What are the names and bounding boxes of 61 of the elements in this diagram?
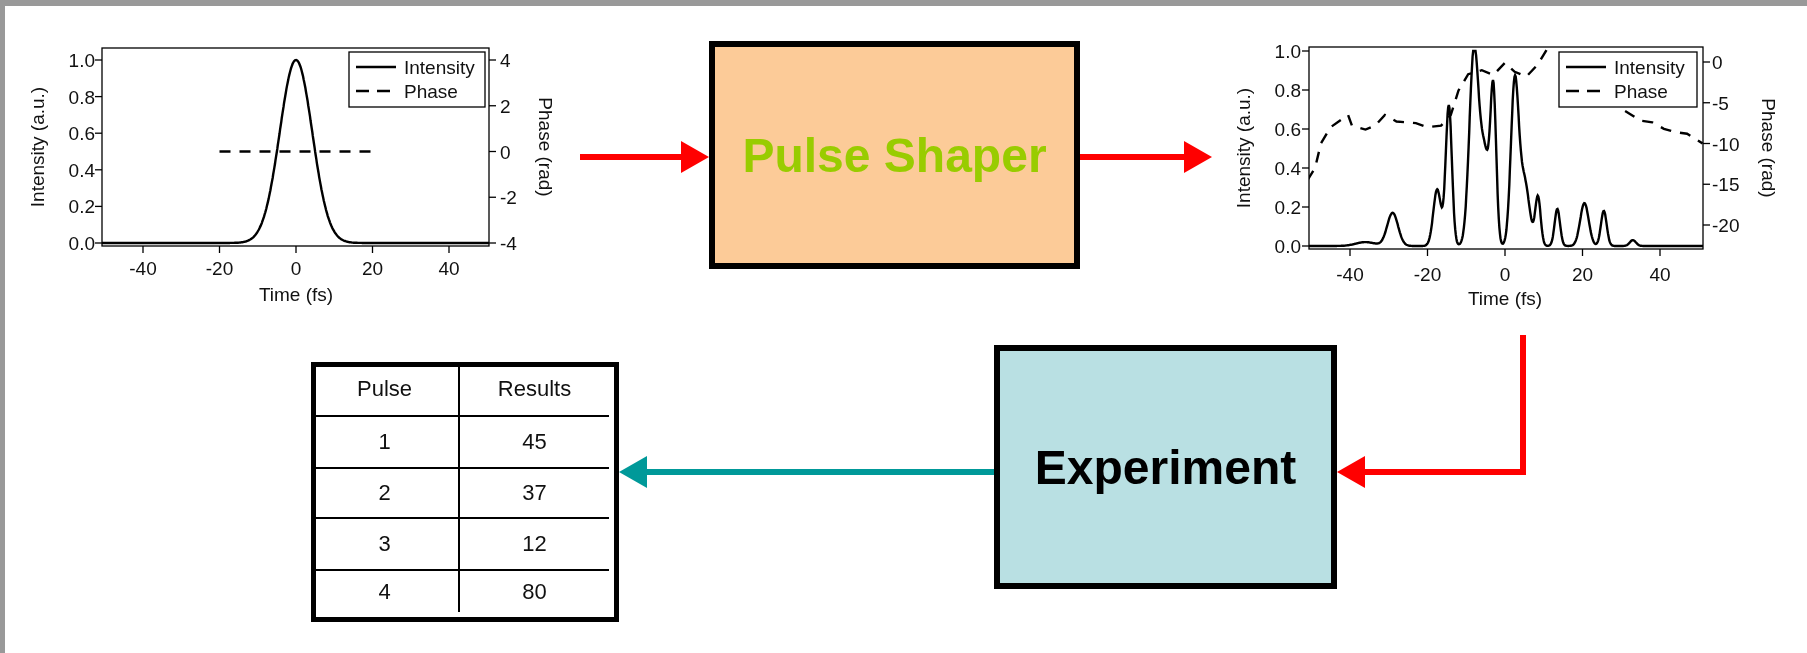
- table-cell: 45: [460, 415, 609, 467]
- table-header-cell: Pulse: [311, 362, 460, 415]
- legend-label: Intensity: [1614, 57, 1685, 77]
- table-cell: 4: [311, 569, 460, 612]
- arrow: [1080, 141, 1212, 173]
- axis-tick-label: -2: [500, 187, 517, 207]
- axis-tick-label: 40: [1649, 264, 1671, 284]
- axis-tick-label: 0: [1499, 264, 1511, 284]
- axis-title: Time (fs): [1467, 288, 1543, 308]
- arrow: [1337, 335, 1526, 488]
- table-cell: 37: [460, 467, 609, 517]
- table-cell: 3: [311, 517, 460, 569]
- process-box: [709, 41, 1080, 269]
- axis-tick-label: 0.2: [68, 196, 95, 216]
- axis-title: Intensity (a.u.): [1233, 87, 1253, 209]
- axis-tick-label: 0.0: [1274, 236, 1301, 256]
- axis-tick-label: -20: [1413, 264, 1442, 284]
- axis-tick-label: 0.2: [1274, 197, 1301, 217]
- axis-tick-label: -10: [1712, 134, 1740, 153]
- axis-tick-label: 0: [290, 258, 302, 278]
- axis-tick-label: 20: [361, 258, 384, 278]
- box-label: Experiment: [1034, 439, 1297, 495]
- axis-tick-label: 0.8: [68, 87, 95, 107]
- legend-label: Phase: [1614, 81, 1668, 101]
- legend-label: Intensity: [404, 57, 475, 77]
- arrow: [619, 456, 994, 488]
- axis-tick-label: -20: [205, 258, 234, 278]
- axis-tick-label: -15: [1712, 174, 1740, 194]
- axis-tick-label: -40: [1336, 264, 1364, 284]
- axis-title: Time (fs): [258, 284, 334, 304]
- axis-title: Phase (rad): [1758, 98, 1778, 198]
- axis-tick-label: 4: [500, 50, 511, 70]
- axis-tick-label: 0: [1712, 52, 1723, 72]
- axis-tick-label: 0: [500, 142, 511, 161]
- process-box: [994, 345, 1337, 589]
- axis-tick-label: 0.0: [68, 233, 95, 253]
- table-cell: 80: [460, 569, 609, 612]
- axis-tick-label: -20: [1712, 215, 1740, 235]
- axis-tick-label: 20: [1571, 264, 1594, 284]
- axis-tick-label: 0.8: [1274, 80, 1301, 100]
- axis-tick-label: 0.6: [1274, 119, 1301, 139]
- axis-tick-label: 40: [438, 258, 460, 278]
- axis-title: Intensity (a.u.): [27, 86, 47, 208]
- axis-tick-label: 0.6: [68, 123, 95, 143]
- axis-tick-label: 2: [500, 96, 511, 116]
- box-label: Pulse Shaper: [742, 127, 1047, 183]
- axis-tick-label: -40: [129, 258, 157, 278]
- table-cell: 2: [311, 467, 460, 517]
- axis-tick-label: 0.4: [68, 160, 95, 180]
- axis-title: Phase (rad): [535, 97, 555, 197]
- axis-tick-label: 0.4: [1274, 158, 1301, 178]
- legend-label: Phase: [404, 81, 458, 101]
- axis-tick-label: 1.0: [1274, 41, 1301, 61]
- table-cell: 1: [311, 415, 460, 467]
- axis-tick-label: 1.0: [68, 50, 95, 70]
- axis-tick-label: -4: [500, 233, 517, 253]
- results-table: [311, 362, 619, 622]
- table-header-cell-text: Results: [496, 374, 573, 403]
- axis-tick-label: -5: [1712, 93, 1729, 113]
- table-cell: 12: [460, 517, 609, 569]
- arrow: [580, 141, 709, 173]
